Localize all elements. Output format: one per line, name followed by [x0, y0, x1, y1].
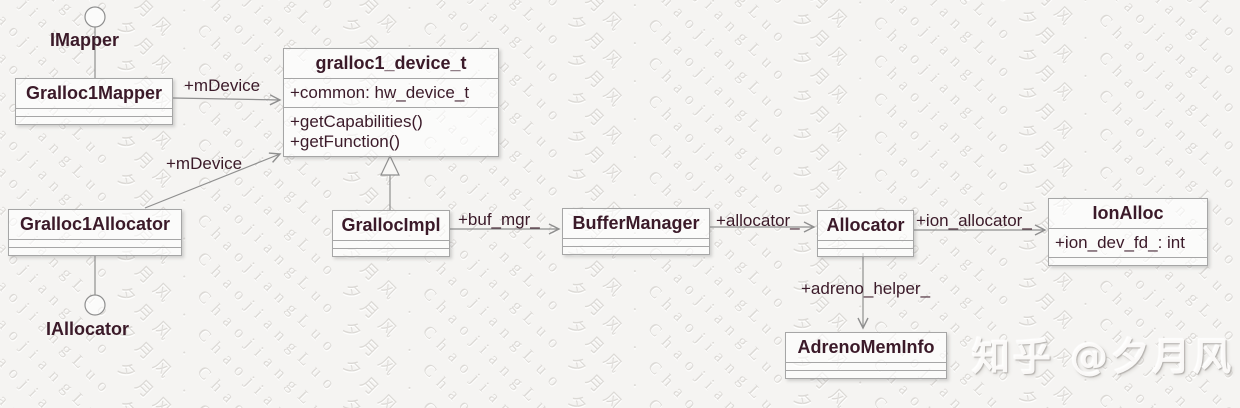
zhihu-brand-watermark: 知乎 @夕月风 — [972, 335, 1235, 379]
class-node-ionalloc: IonAlloc +ion_dev_fd_: int — [1048, 198, 1208, 266]
edge-line-allocator-to-device — [144, 152, 282, 209]
class-title: gralloc1_device_t — [315, 53, 467, 73]
class-node-gralloc1mapper: Gralloc1Mapper — [15, 78, 173, 125]
class-methods-compartment — [563, 246, 709, 254]
edge-label-allocator-to-device: +mDevice — [166, 154, 243, 173]
class-attributes-compartment — [818, 240, 913, 248]
class-member: +getCapabilities() — [290, 112, 423, 131]
class-node-adrenomeminfo: AdrenoMemInfo — [785, 332, 947, 379]
class-attributes-compartment — [563, 238, 709, 246]
class-node-allocator: Allocator — [817, 210, 914, 257]
class-title: Gralloc1Mapper — [25, 83, 163, 103]
edge-label-allocator-to-ionalloc: +ion_allocator_ — [916, 211, 1032, 230]
edge-label-buffermanager-to-allocator: +allocator_ — [716, 211, 800, 230]
class-methods-compartment — [818, 248, 913, 256]
class-node-gralloc1allocator: Gralloc1Allocator — [8, 209, 182, 256]
class-title: Allocator — [826, 215, 905, 235]
class-methods-compartment — [16, 116, 172, 124]
class-node-buffermanager: BufferManager — [562, 208, 710, 255]
class-methods-compartment — [786, 370, 946, 378]
class-attributes-compartment — [16, 108, 172, 116]
edge-label-impl-to-buffermanager: +buf_mgr_ — [458, 210, 540, 229]
edge-label-allocator-to-adrenomeminfo: +adreno_helper_ — [801, 279, 931, 298]
class-member: +common: hw_device_t — [290, 83, 470, 102]
lollipop-interface-circle-iallocator — [84, 294, 106, 316]
class-methods-compartment: +getCapabilities()+getFunction() — [284, 107, 498, 156]
edge-line-mapper-to-device — [172, 94, 282, 106]
class-methods-compartment — [333, 248, 449, 256]
class-title: AdrenoMemInfo — [797, 337, 935, 357]
class-attributes-compartment — [9, 239, 181, 247]
class-attributes-compartment — [333, 240, 449, 248]
interface-label-iallocator: IAllocator — [46, 319, 130, 339]
class-node-grallocimpl: GrallocImpl — [332, 210, 450, 257]
lollipop-interface-circle-imapper — [84, 6, 106, 28]
class-title: BufferManager — [572, 213, 700, 233]
class-node-gralloc1-device-t: gralloc1_device_t +common: hw_device_t +ge… — [283, 48, 499, 157]
edge-label-mapper-to-device: +mDevice — [184, 76, 261, 95]
class-title: Gralloc1Allocator — [19, 214, 171, 234]
interface-label-imapper: IMapper — [50, 30, 120, 50]
class-title: IonAlloc — [1092, 203, 1164, 223]
class-title: GrallocImpl — [341, 215, 441, 235]
class-member: +getFunction() — [290, 132, 401, 151]
class-attributes-compartment: +ion_dev_fd_: int — [1049, 228, 1207, 257]
class-member: +ion_dev_fd_: int — [1055, 233, 1185, 252]
inheritance-triangle-icon — [380, 154, 400, 176]
class-methods-compartment — [1049, 257, 1207, 265]
class-attributes-compartment: +common: hw_device_t — [284, 78, 498, 107]
class-methods-compartment — [9, 247, 181, 255]
class-attributes-compartment — [786, 362, 946, 370]
